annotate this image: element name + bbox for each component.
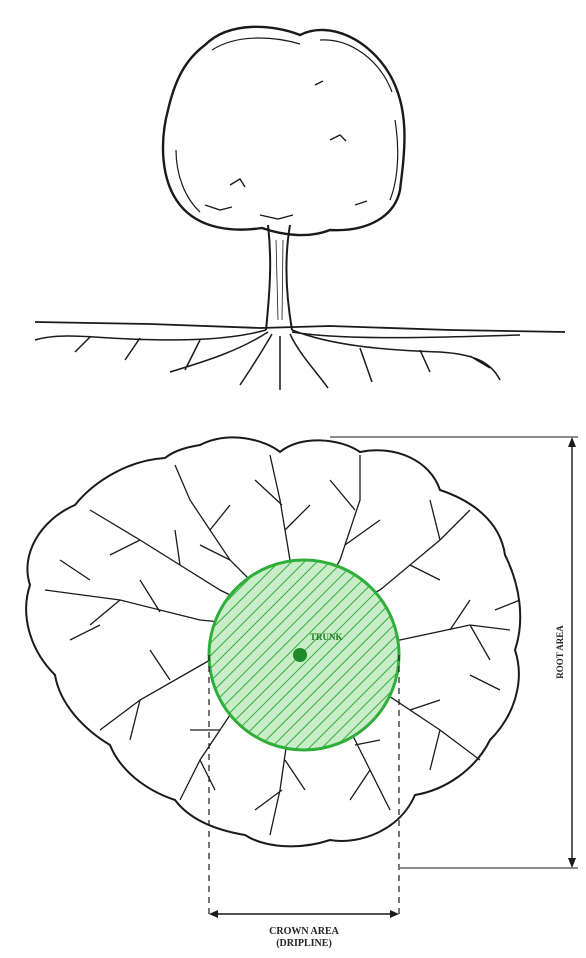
root-area-dimension xyxy=(568,437,576,868)
root-area-label: ROOT AREA xyxy=(555,625,565,679)
trunk-marker xyxy=(293,648,307,662)
root-system xyxy=(35,330,520,390)
crown-area-dimension xyxy=(209,910,399,918)
tree-trunk xyxy=(266,225,292,330)
trunk-label: TRUNK xyxy=(310,632,343,642)
dripline-label: (DRIPLINE) xyxy=(276,938,332,949)
tree-elevation-illustration xyxy=(35,27,565,390)
root-spread-plan-view: TRUNK CROWN AREA (DRIPLINE) ROOT AREA xyxy=(26,437,578,949)
crown-area-label: CROWN AREA xyxy=(269,926,340,937)
ground-line xyxy=(35,322,565,332)
